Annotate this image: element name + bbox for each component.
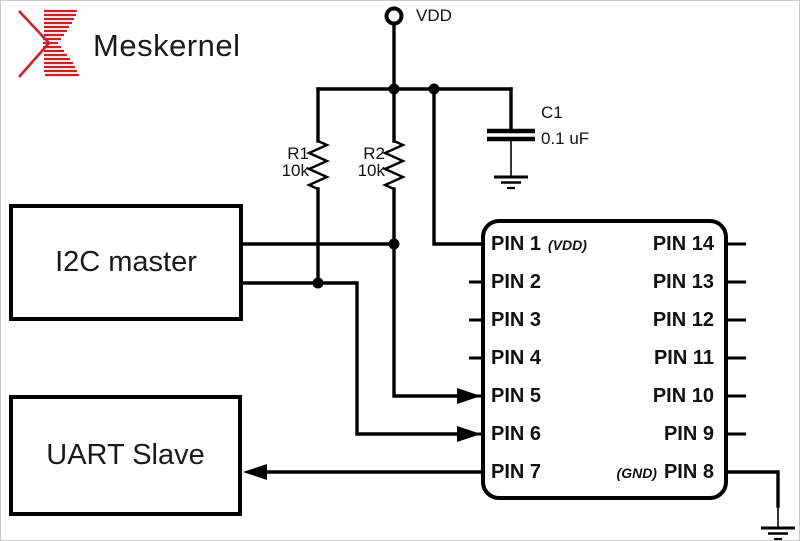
vdd-label: VDD [416,6,452,25]
ic-pin-6: PIN 6 [491,423,541,445]
i2c-master-box [9,204,243,321]
pin1-wire [432,87,483,246]
uart-slave-label: UART Slave [46,439,205,471]
pin-function-label: (VDD) [548,237,587,253]
ic-pin-7: PIN 7 [491,461,541,483]
i2c-master-label: I2C master [55,246,197,278]
pin-label: PIN 8 [663,461,714,483]
i2c-wire-b [239,281,462,436]
resistor-r2-symbol [382,139,406,191]
meskernel-logo-icon [18,9,79,78]
pin7-arrowhead [243,464,267,480]
c1-value: 0.1 uF [541,129,590,148]
pin-label: PIN 6 [491,423,542,445]
r2-refdes: R2 [363,144,385,163]
logo-chevron [18,10,51,78]
capacitor-c1-symbol [487,128,535,142]
logo-stripes [43,9,79,77]
pin-function-label: (GND) [616,465,657,481]
pin-label: PIN 9 [663,423,714,445]
pin-stubs [469,242,746,474]
resistor-r1-label: R1 10k [261,145,309,179]
ic-pin-8: (GND) PIN 8 [494,461,714,483]
ic-pin-12: PIN 12 [494,309,714,331]
ic-pin-2: PIN 2 [491,271,541,293]
junction-dot [312,277,324,289]
pin-label: PIN 2 [491,271,542,293]
wires [239,22,780,508]
pin-label: PIN 3 [491,309,542,331]
ic-pin-4: PIN 4 [491,347,541,369]
pin-label: PIN 4 [491,347,542,369]
ic-pin-13: PIN 13 [494,271,714,293]
pin8-wire [724,470,780,508]
pin-label: PIN 11 [653,347,714,369]
pin8-ground-icon [761,526,795,540]
ic-pin-10: PIN 10 [494,385,714,407]
junction-dot [388,83,400,95]
ic-pin-14: PIN 14 [494,233,714,255]
ic-pin-9: PIN 9 [494,423,714,445]
capacitor-c1-label: C1 0.1 uF [541,100,589,152]
junction-dots [312,83,440,289]
resistor-r2-label: R2 10k [337,145,385,179]
vdd-terminal-icon [384,6,404,26]
ic-pin-3: PIN 3 [491,309,541,331]
ic-pin-5: PIN 5 [491,385,541,407]
resistor-r1-symbol [306,139,330,191]
c1-ground-icon [494,175,528,190]
i2c-master-block: I2C master [11,206,241,319]
pin-label: PIN 10 [652,385,714,407]
ic-pin-11: PIN 11 [494,347,714,369]
r1-refdes: R1 [287,144,309,163]
pin-label: PIN 7 [491,461,542,483]
r1-value: 10k [281,161,309,180]
pin-label: PIN 12 [652,309,714,331]
c1-refdes: C1 [541,103,563,122]
r2-value: 10k [357,161,385,180]
pin5-wire [392,242,462,398]
junction-dot [428,83,440,95]
uart-slave-block: UART Slave [11,397,240,514]
ic-pin-1: PIN 1 (VDD) [491,233,587,255]
thin-stems [510,141,779,528]
brand-name: Meskernel [93,28,241,63]
pin-label: PIN 13 [652,271,714,293]
resistors [306,139,406,191]
pin-label: PIN 14 [652,233,714,255]
pin-label: PIN 5 [491,385,542,407]
junction-dot [388,238,400,250]
pin-label: PIN 1 [491,233,542,255]
uart-slave-box [9,395,242,516]
